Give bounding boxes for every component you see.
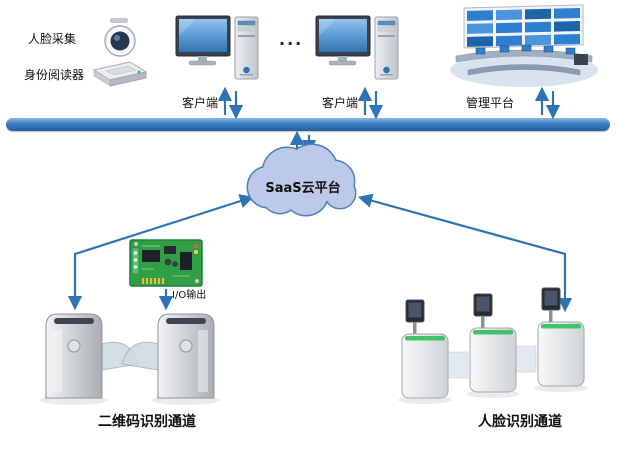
- saas-cloud-shape: [246, 143, 357, 217]
- qr-turnstile-icon: [40, 313, 220, 405]
- monitoring-center-icon: [450, 4, 598, 87]
- client-left-label: 客户端: [182, 96, 219, 110]
- client-workstation-left-icon: [175, 15, 259, 80]
- face-channel-label: 人脸识别通道: [478, 414, 562, 430]
- client-right-label: 客户端: [322, 96, 359, 110]
- io-output-label: I/O输出: [172, 290, 207, 301]
- qr-channel-label: 二维码识别通道: [98, 414, 196, 430]
- management-bus-arrows: [534, 86, 561, 120]
- id-card-reader-icon: [92, 61, 148, 87]
- client-workstation-right-icon: [315, 15, 399, 80]
- cloud-to-qr-turnstile-arrow: [67, 194, 255, 311]
- management-label: 管理平台: [466, 96, 515, 110]
- network-bus-bar: [6, 118, 610, 131]
- client-right-bus-arrows: [357, 86, 384, 120]
- id-reader-label: 身份阅读器: [24, 68, 85, 82]
- io-controller-board-icon: [129, 239, 203, 287]
- face-gate-icon: [398, 287, 588, 404]
- face-camera-icon: [104, 18, 136, 57]
- cloud-label: SaaS云平台: [265, 181, 341, 196]
- face-capture-label: 人脸采集: [28, 32, 77, 46]
- cloud-to-face-gate-arrow: [357, 193, 573, 313]
- client-left-bus-arrows: [217, 86, 244, 120]
- ellipsis-text: ...: [279, 30, 304, 49]
